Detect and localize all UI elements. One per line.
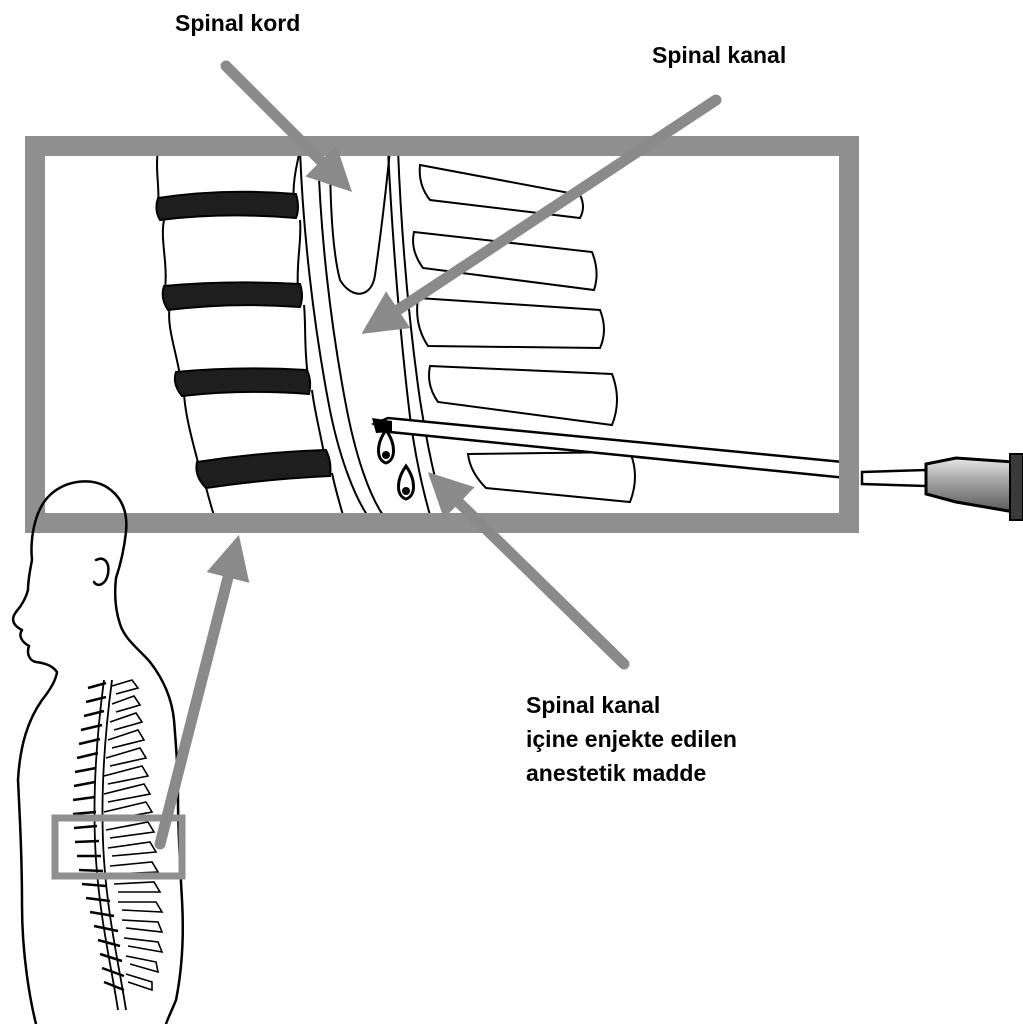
- ear: [94, 559, 108, 585]
- body-spine: [73, 680, 162, 1010]
- arrow-spinal-cord: [226, 66, 338, 178]
- anesthetic-drops: [379, 430, 414, 499]
- label-injection-line-1: Spinal kanal: [526, 688, 737, 722]
- label-injection: Spinal kanal içine enjekte edilen aneste…: [526, 688, 737, 790]
- syringe-hub: [862, 454, 1023, 520]
- arrow-spinal-canal: [378, 100, 716, 323]
- magnified-view: [35, 146, 1023, 523]
- magnified-spine-detail: [156, 150, 926, 522]
- label-spinal-cord: Spinal kord: [175, 6, 300, 40]
- arrow-injection: [442, 486, 624, 664]
- label-injection-line-2: içine enjekte edilen: [526, 722, 737, 756]
- arrow-magnify: [160, 554, 234, 844]
- label-spinal-canal: Spinal kanal: [652, 38, 786, 72]
- label-injection-line-3: anestetik madde: [526, 756, 737, 790]
